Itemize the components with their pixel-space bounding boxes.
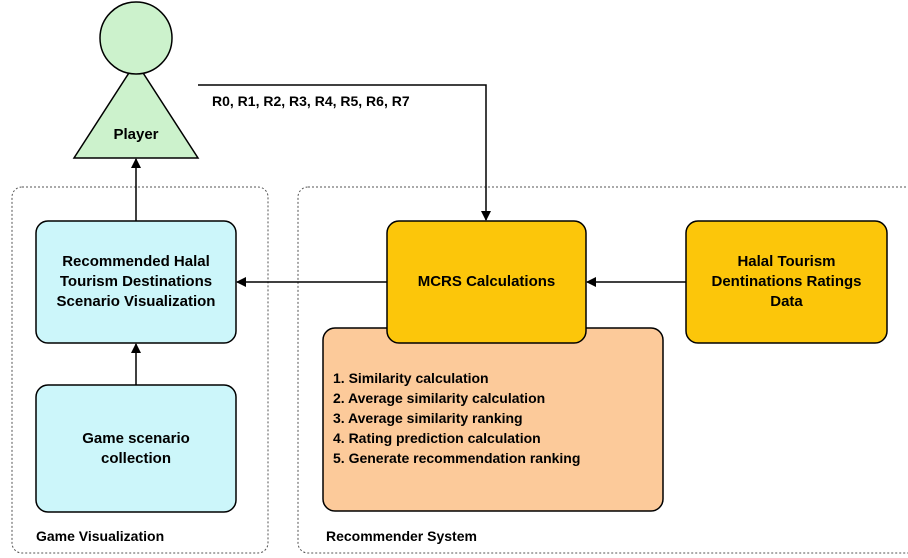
collection-line-1: Game scenario bbox=[82, 429, 190, 447]
player-to-mcrs-arrow bbox=[198, 84, 491, 221]
step-item: 1. Similarity calculation bbox=[333, 370, 489, 386]
player-head bbox=[99, 1, 173, 75]
visualization-line-1: Recommended Halal bbox=[62, 253, 210, 270]
step-item: 3. Average similarity ranking bbox=[333, 410, 523, 426]
ratings-data-line-1: Halal Tourism bbox=[737, 253, 836, 270]
game-visualization-group bbox=[11, 186, 269, 554]
mcrs-label: MCRS Calculations bbox=[417, 273, 556, 290]
recommender-system-group bbox=[297, 186, 908, 554]
visualization-box-text: Recommended Halal Tourism Destinations S… bbox=[36, 221, 236, 343]
ratings-data-box-text: Halal Tourism Dentinations Ratings Data bbox=[686, 221, 887, 343]
collection-line-2: collection bbox=[100, 449, 171, 467]
game-visualization-label: Game Visualization bbox=[36, 528, 164, 544]
step-item: 4. Rating prediction calculation bbox=[333, 430, 541, 446]
ratings-data-line-3: Data bbox=[770, 293, 803, 310]
visualization-line-2: Tourism Destinations bbox=[59, 273, 213, 290]
player-label: Player bbox=[113, 126, 158, 143]
collection-box-text: Game scenario collection bbox=[36, 385, 236, 512]
step-item: 2. Average similarity calculation bbox=[333, 390, 546, 406]
ratings-data-line-2: Dentinations Ratings bbox=[711, 273, 862, 290]
step-item: 5. Generate recommendation ranking bbox=[333, 450, 581, 466]
recommender-system-label: Recommender System bbox=[326, 528, 477, 544]
visualization-line-3: Scenario Visualization bbox=[56, 293, 216, 310]
player-triangle bbox=[72, 60, 200, 159]
mcrs-box-text: MCRS Calculations bbox=[387, 221, 586, 343]
steps-list: 1. Similarity calculation 2. Average sim… bbox=[333, 368, 658, 468]
ratings-edge-label: R0, R1, R2, R3, R4, R5, R6, R7 bbox=[212, 93, 410, 109]
